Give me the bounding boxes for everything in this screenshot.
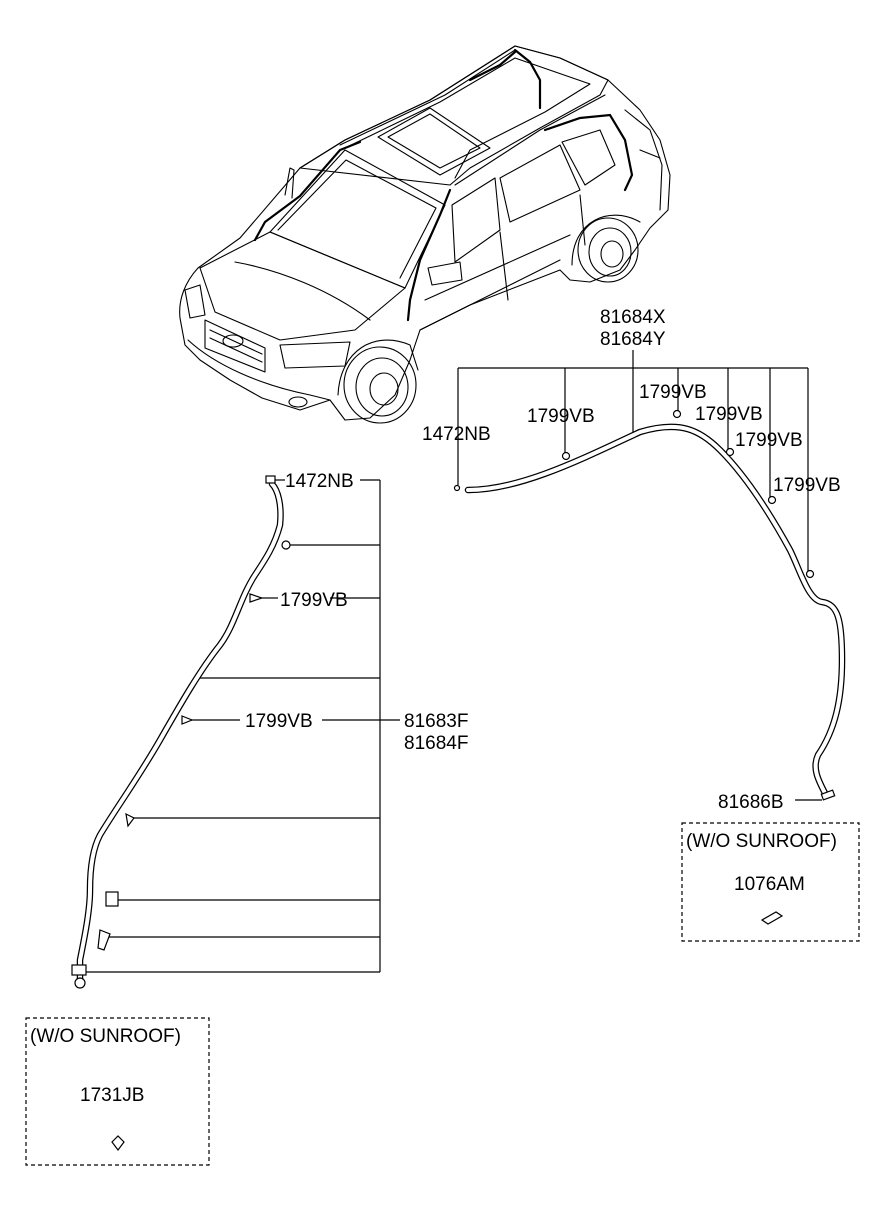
label-81684x: 81684X [600,307,666,328]
part-1076am-icon [760,911,784,925]
vehicle-illustration [179,45,671,424]
label-right-1472nb: 1472NB [422,424,491,445]
left-box-title: (W/O SUNROOF) [30,1026,181,1047]
part-1731jb-icon [111,1135,125,1151]
label-right-1799vb-c: 1799VB [695,404,763,425]
label-left-1799vb-a: 1799VB [280,590,348,611]
label-81683f: 81683F [404,711,468,732]
label-81684f: 81684F [404,733,468,754]
left-hose-assembly [71,475,400,989]
label-right-1799vb-b: 1799VB [639,382,707,403]
right-hose-assembly [453,350,846,801]
right-variant-box: (W/O SUNROOF) 1076AM [681,822,860,942]
left-variant-box: (W/O SUNROOF) 1731JB [25,1017,210,1166]
label-81684y: 81684Y [600,329,666,350]
right-box-part: 1076AM [734,874,805,895]
label-right-1799vb-a: 1799VB [527,406,595,427]
label-81686b: 81686B [718,792,784,813]
left-box-part: 1731JB [80,1085,144,1106]
label-left-1472nb: 1472NB [285,471,354,492]
right-box-title: (W/O SUNROOF) [686,831,837,852]
label-left-1799vb-b: 1799VB [245,711,313,732]
label-right-1799vb-d: 1799VB [735,430,803,451]
label-right-1799vb-e: 1799VB [773,475,841,496]
